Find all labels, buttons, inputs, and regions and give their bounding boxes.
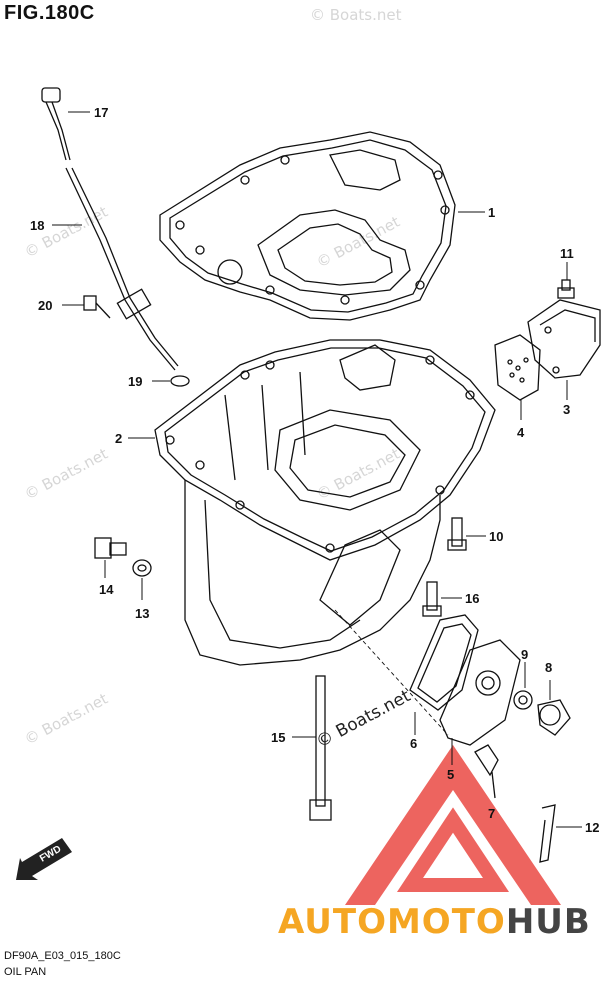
part-oil-pan (154, 339, 496, 666)
part-bolt-7 (474, 744, 499, 799)
part-bolt-16 (422, 581, 442, 617)
part-gasket (159, 131, 456, 321)
callout-4: 4 (517, 425, 525, 440)
callout-15: 15 (271, 730, 285, 745)
callout-13: 13 (135, 606, 149, 621)
part-cover-gasket (409, 614, 479, 711)
callout-1: 1 (488, 205, 495, 220)
watermark-inline: © Boats.net (313, 686, 414, 753)
callout-6: 6 (410, 736, 417, 751)
callout-3: 3 (563, 402, 570, 417)
figure-title: FIG.180C (4, 2, 95, 24)
part-bolt-11 (557, 279, 575, 299)
part-dipstick (41, 87, 179, 371)
brand-logo (345, 745, 561, 905)
watermark-text: © Boats.net (21, 690, 110, 749)
part-washer-13 (132, 559, 152, 577)
part-bolt-20 (83, 295, 111, 319)
callout-9: 9 (521, 647, 528, 662)
callout-17: 17 (94, 105, 108, 120)
callout-11: 11 (560, 246, 574, 261)
part-drain-plug (537, 699, 571, 736)
figure-name: OIL PAN (4, 966, 47, 978)
callout-14: 14 (99, 582, 114, 597)
brand-part1: AUTOMOTO (278, 902, 506, 942)
part-washer-9 (513, 690, 533, 710)
assembly-line (334, 609, 449, 736)
callout-19: 19 (128, 374, 142, 389)
part-strainer (494, 334, 541, 401)
watermark-text: © Boats.net (310, 6, 402, 24)
watermark-text: © Boats.net (313, 213, 402, 272)
callout-16: 16 (465, 591, 479, 606)
part-clip (539, 804, 556, 863)
part-oring-19 (170, 375, 190, 387)
part-bolt-10 (447, 517, 467, 551)
figure-code: DF90A_E03_015_180C (4, 950, 121, 962)
brand-name: AUTOMOTOHUB (278, 902, 591, 942)
callout-8: 8 (545, 660, 552, 675)
fwd-badge: FWD (16, 838, 72, 880)
callout-18: 18 (30, 218, 44, 233)
callout-2: 2 (115, 431, 122, 446)
callout-5: 5 (447, 767, 454, 782)
watermark-text: © Boats.net (21, 445, 110, 504)
part-stud-15 (309, 675, 332, 821)
callout-12: 12 (585, 820, 599, 835)
callout-20: 20 (38, 298, 52, 313)
part-plug-14 (94, 537, 127, 559)
brand-part2: HUB (506, 902, 591, 942)
part-cover (439, 639, 521, 746)
callout-10: 10 (489, 529, 503, 544)
callout-7: 7 (488, 806, 495, 821)
part-elbow (527, 299, 601, 379)
